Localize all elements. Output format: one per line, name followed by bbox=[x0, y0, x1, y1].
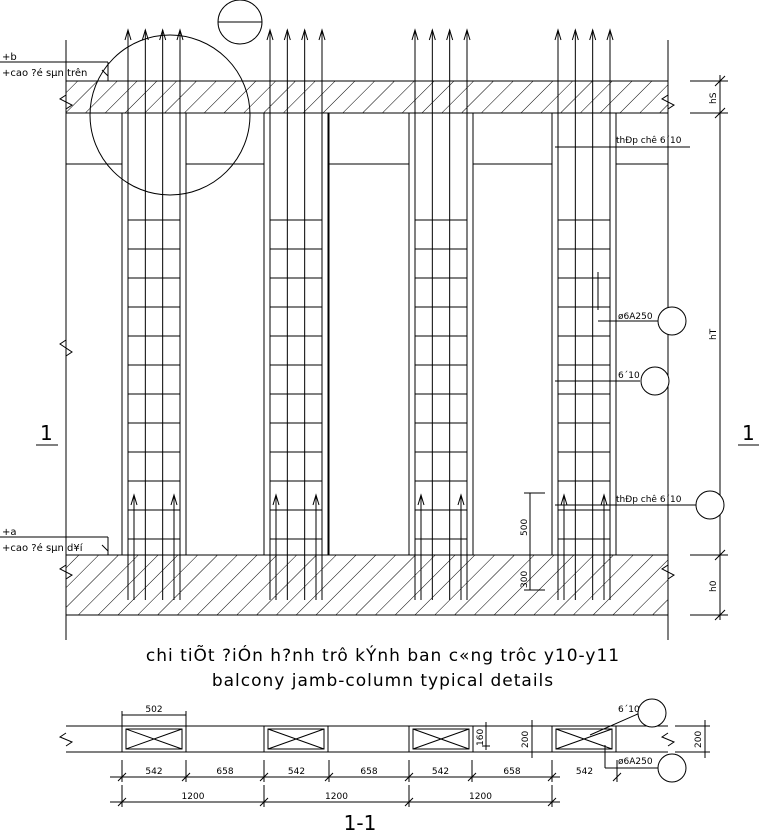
plan-segment-label: 658 bbox=[360, 767, 377, 777]
dim-hs: hS bbox=[709, 92, 719, 104]
top-level-note: +cao ?é sµn trên bbox=[2, 67, 87, 79]
plan-tick bbox=[612, 760, 622, 782]
plan-tick bbox=[259, 760, 269, 782]
right-dimension-chain bbox=[690, 75, 728, 621]
jamb-columns bbox=[121, 28, 617, 600]
section-mark-right: 1 bbox=[742, 421, 755, 445]
plan-span-tick bbox=[547, 785, 557, 807]
jamb-column bbox=[408, 28, 474, 600]
plan-width-label: 502 bbox=[145, 705, 162, 715]
plan-dimension-lines bbox=[110, 711, 710, 803]
title-vietnamese: chi tiÕt ?iÓn h?nh trô kÝnh ban c«ng trô… bbox=[146, 644, 620, 666]
dim-500: 500 bbox=[520, 519, 530, 536]
plan-segment-label: 658 bbox=[503, 767, 520, 777]
annotation-stirrup: ø6A250 bbox=[618, 312, 653, 322]
plan-span-tick bbox=[404, 785, 414, 807]
plan-tick bbox=[181, 760, 191, 782]
plan-span-label: 1200 bbox=[325, 792, 348, 802]
plan-segment-label: 542 bbox=[145, 767, 162, 777]
bottom-level-marker bbox=[0, 536, 109, 555]
jamb-column bbox=[551, 28, 617, 600]
plan-segment-label: 542 bbox=[432, 767, 449, 777]
plan-dimension-ticks bbox=[117, 760, 622, 807]
plan-thickness-200-b: 200 bbox=[694, 731, 704, 748]
plan-segment-labels: 542 658 542 658 542 658 542 bbox=[145, 767, 593, 777]
title-english: balcony jamb-column typical details bbox=[212, 671, 554, 691]
plan-bar-label: 6´10 bbox=[618, 704, 640, 715]
starter-bar-callout-circle bbox=[695, 490, 725, 520]
plan-tick bbox=[467, 760, 477, 782]
top-level-label: +b bbox=[2, 52, 17, 63]
top-slab bbox=[65, 80, 669, 114]
glass-openings bbox=[185, 112, 553, 556]
section-mark-left: 1 bbox=[40, 421, 53, 445]
dim-ht: hT bbox=[709, 328, 719, 340]
plan-span-tick bbox=[259, 785, 269, 807]
detail-callout-circle bbox=[89, 34, 251, 196]
plan-segment-label: 542 bbox=[576, 767, 593, 777]
plan-tick bbox=[404, 760, 414, 782]
plan-span-label: 1200 bbox=[469, 792, 492, 802]
annotation-vertical: 6´10 bbox=[618, 370, 640, 381]
plan-segment-label: 542 bbox=[288, 767, 305, 777]
annotation-starter-top: thÐp chê 6´10 bbox=[616, 135, 682, 146]
jamb-column bbox=[263, 28, 329, 600]
plan-segment-label: 658 bbox=[216, 767, 233, 777]
plan-tick bbox=[547, 760, 557, 782]
plan-thickness-200-a: 200 bbox=[521, 731, 531, 748]
jamb-column bbox=[121, 28, 187, 600]
annotation-starter-bottom: thÐp chê 6´10 bbox=[616, 494, 682, 505]
plan-span-label: 1200 bbox=[182, 792, 205, 802]
bottom-slab bbox=[65, 554, 669, 616]
top-level-marker bbox=[0, 61, 109, 81]
plan-columns bbox=[121, 725, 617, 753]
plan-column bbox=[408, 725, 474, 753]
dim-h0: h0 bbox=[709, 580, 719, 592]
plan-column bbox=[263, 725, 329, 753]
plan-column bbox=[121, 725, 187, 753]
plan-column bbox=[551, 725, 617, 753]
plan-tick bbox=[117, 760, 127, 782]
plan-tick bbox=[324, 760, 334, 782]
plan-bar-callout-circle bbox=[637, 698, 667, 728]
plan-span-tick bbox=[117, 785, 127, 807]
bottom-level-note: +cao ?é sµn d¥í bbox=[2, 542, 84, 554]
section-title: 1-1 bbox=[344, 811, 377, 835]
plan-stirrup-label: ø6A250 bbox=[618, 757, 653, 767]
plan-thickness-160: 160 bbox=[476, 729, 486, 746]
bottom-level-label: +a bbox=[2, 527, 17, 538]
plan-stirrup-callout-circle bbox=[657, 753, 687, 783]
stirrup-callout-circle bbox=[657, 306, 687, 336]
vertical-bar-callout-circle bbox=[640, 366, 670, 396]
plan-span-labels: 1200 1200 1200 bbox=[182, 792, 493, 802]
dim-300: 300 bbox=[520, 571, 530, 588]
annotation-leaders bbox=[524, 146, 698, 591]
